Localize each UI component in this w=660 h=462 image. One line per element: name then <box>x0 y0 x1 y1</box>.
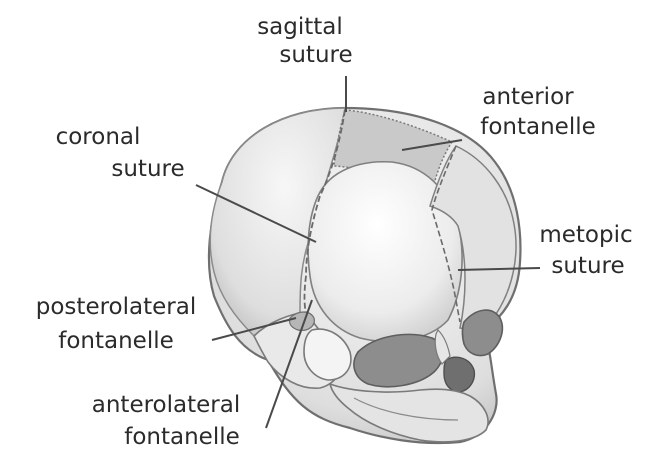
label-coronal-line1: coronal <box>56 124 141 150</box>
label-posterolateral-line2: fontanelle <box>58 328 174 354</box>
label-anterolateral-line1: anterolateral <box>92 392 240 418</box>
label-metopic-line1: metopic <box>539 222 632 248</box>
label-posterolateral-line1: posterolateral <box>36 294 196 320</box>
right-orbit <box>463 310 503 355</box>
nasal-cavity <box>444 357 474 392</box>
label-metopic-line2: suture <box>551 253 624 279</box>
label-sagittal-line2: suture <box>279 42 352 68</box>
label-sagittal-line1: sagittal <box>257 14 343 40</box>
label-anterior-line2: fontanelle <box>480 114 596 140</box>
label-coronal-line2: suture <box>111 156 184 182</box>
label-anterior-line1: anterior <box>482 84 574 110</box>
label-anterolateral-line2: fontanelle <box>124 424 240 450</box>
